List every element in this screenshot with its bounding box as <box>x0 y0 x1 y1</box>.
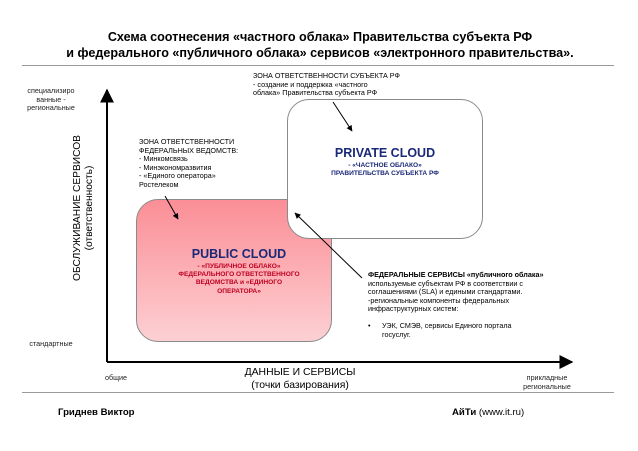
private-cloud-title: PRIVATE CLOUD <box>334 146 436 160</box>
federal-zone-line3: - Минкомсвязь <box>139 154 188 164</box>
y-axis-title: ОБСЛУЖИВАНИЕ СЕРВИСОВ (ответственность) <box>72 98 96 318</box>
x-left-label: общие <box>104 373 128 382</box>
footer-company: АйТи (www.it.ru) <box>452 407 524 418</box>
federal-zone-line5: - «Единого оператора» <box>139 171 216 181</box>
bullet-marker: • <box>368 321 371 330</box>
x-right-label-line1: прикладные <box>526 373 568 382</box>
footer-author: Гриднев Виктор <box>58 407 135 418</box>
federal-services-line4: инфраструктурных систем: <box>368 304 459 314</box>
x-axis-title: ДАННЫЕ И СЕРВИСЫ (точки базирования) <box>210 366 390 392</box>
y-bottom-label: стандартные <box>29 339 73 348</box>
footer-company-name: АйТи <box>452 407 477 418</box>
page-title-line1: Схема соотнесения «частного облака» Прав… <box>107 30 533 44</box>
federal-services-lead: ФЕДЕРАЛЬНЫЕ СЕРВИСЫ «публичного облака» <box>368 270 544 279</box>
y-axis-title-line2: (ответственность) <box>84 165 95 251</box>
public-cloud-title: PUBLIC CLOUD <box>191 247 287 261</box>
public-cloud-sub-line1: - «ПУБЛИЧНОЕ ОБЛАКО» <box>197 263 281 270</box>
page-title: Схема соотнесения «частного облака» Прав… <box>30 29 610 61</box>
public-cloud-sub-line3: ВЕДОМСТВА и «ЕДИНОГО <box>195 279 283 287</box>
bullet-line2: госуслуг. <box>382 329 411 339</box>
x-axis-title-line2: (точки базирования) <box>251 380 349 391</box>
federal-services-line2: соглашениями (SLA) и едиными стандартами… <box>368 287 523 297</box>
federal-services-line3: -региональные компоненты федеральных <box>368 295 510 305</box>
federal-zone-line4: - Минэкономразвития <box>139 162 212 172</box>
private-zone-line2: - создание и поддержка «частного <box>253 79 368 89</box>
private-cloud-sub-line2: ПРАВИТЕЛЬСТВА СУБЪЕКТА РФ <box>331 170 439 178</box>
federal-services-note: ФЕДЕРАЛЬНЫЕ СЕРВИСЫ «публичного облака» … <box>368 270 578 314</box>
federal-services-bullet: • УЭК, СМЭВ, сервисы Единого портала гос… <box>368 321 578 339</box>
private-zone-line1: ЗОНА ОТВЕТСТВЕННОСТИ СУБЪЕКТА РФ <box>253 71 400 80</box>
x-right-label: прикладные региональные <box>512 373 582 391</box>
private-zone-arrow <box>332 101 353 132</box>
federal-zone-line1: ЗОНА ОТВЕТСТВЕННОСТИ <box>139 137 235 146</box>
x-right-label-line2: региональные <box>523 381 571 391</box>
private-cloud-subtitle: - «ЧАСТНОЕ ОБЛАКО» ПРАВИТЕЛЬСТВА СУБЪЕКТ… <box>320 162 450 178</box>
bullet-line1: УЭК, СМЭВ, сервисы Единого портала <box>382 321 512 330</box>
x-axis-title-line1: ДАННЫЕ И СЕРВИСЫ <box>244 367 356 378</box>
federal-zone-line6: Ростелеком <box>139 179 179 189</box>
private-cloud-box <box>287 99 483 239</box>
bullet-text: УЭК, СМЭВ, сервисы Единого портала госус… <box>382 321 562 339</box>
public-cloud-sub-line4: ОПЕРАТОРА» <box>217 287 261 295</box>
footer-site: (www.it.ru) <box>476 407 525 418</box>
y-axis-title-line1: ОБСЛУЖИВАНИЕ СЕРВИСОВ <box>72 135 83 281</box>
private-zone-line3: облака» Правительства субъекта РФ <box>253 88 378 98</box>
federal-zone-line2: ФЕДЕРАЛЬНЫХ ВЕДОМСТВ: <box>139 145 239 155</box>
footer-divider <box>22 392 614 393</box>
federal-zone-note: ЗОНА ОТВЕТСТВЕННОСТИ ФЕДЕРАЛЬНЫХ ВЕДОМСТ… <box>139 137 269 190</box>
y-top-label: специализиро ванные - региональные <box>27 86 75 113</box>
page-title-line2: и федерального «публичного облака» серви… <box>66 46 574 60</box>
federal-zone-arrow <box>164 195 179 220</box>
title-divider <box>22 65 614 66</box>
federal-services-line1: используемые субъектам РФ в соответствии… <box>368 278 523 288</box>
private-cloud-sub-line1: - «ЧАСТНОЕ ОБЛАКО» <box>348 162 422 169</box>
public-cloud-sub-line2: ФЕДЕРАЛЬНОГО ОТВЕТСТВЕННОГО <box>178 271 300 279</box>
public-cloud-subtitle: - «ПУБЛИЧНОЕ ОБЛАКО» ФЕДЕРАЛЬНОГО ОТВЕТС… <box>174 263 304 296</box>
private-zone-note: ЗОНА ОТВЕТСТВЕННОСТИ СУБЪЕКТА РФ - созда… <box>253 71 433 98</box>
federal-services-arrow <box>294 212 363 279</box>
